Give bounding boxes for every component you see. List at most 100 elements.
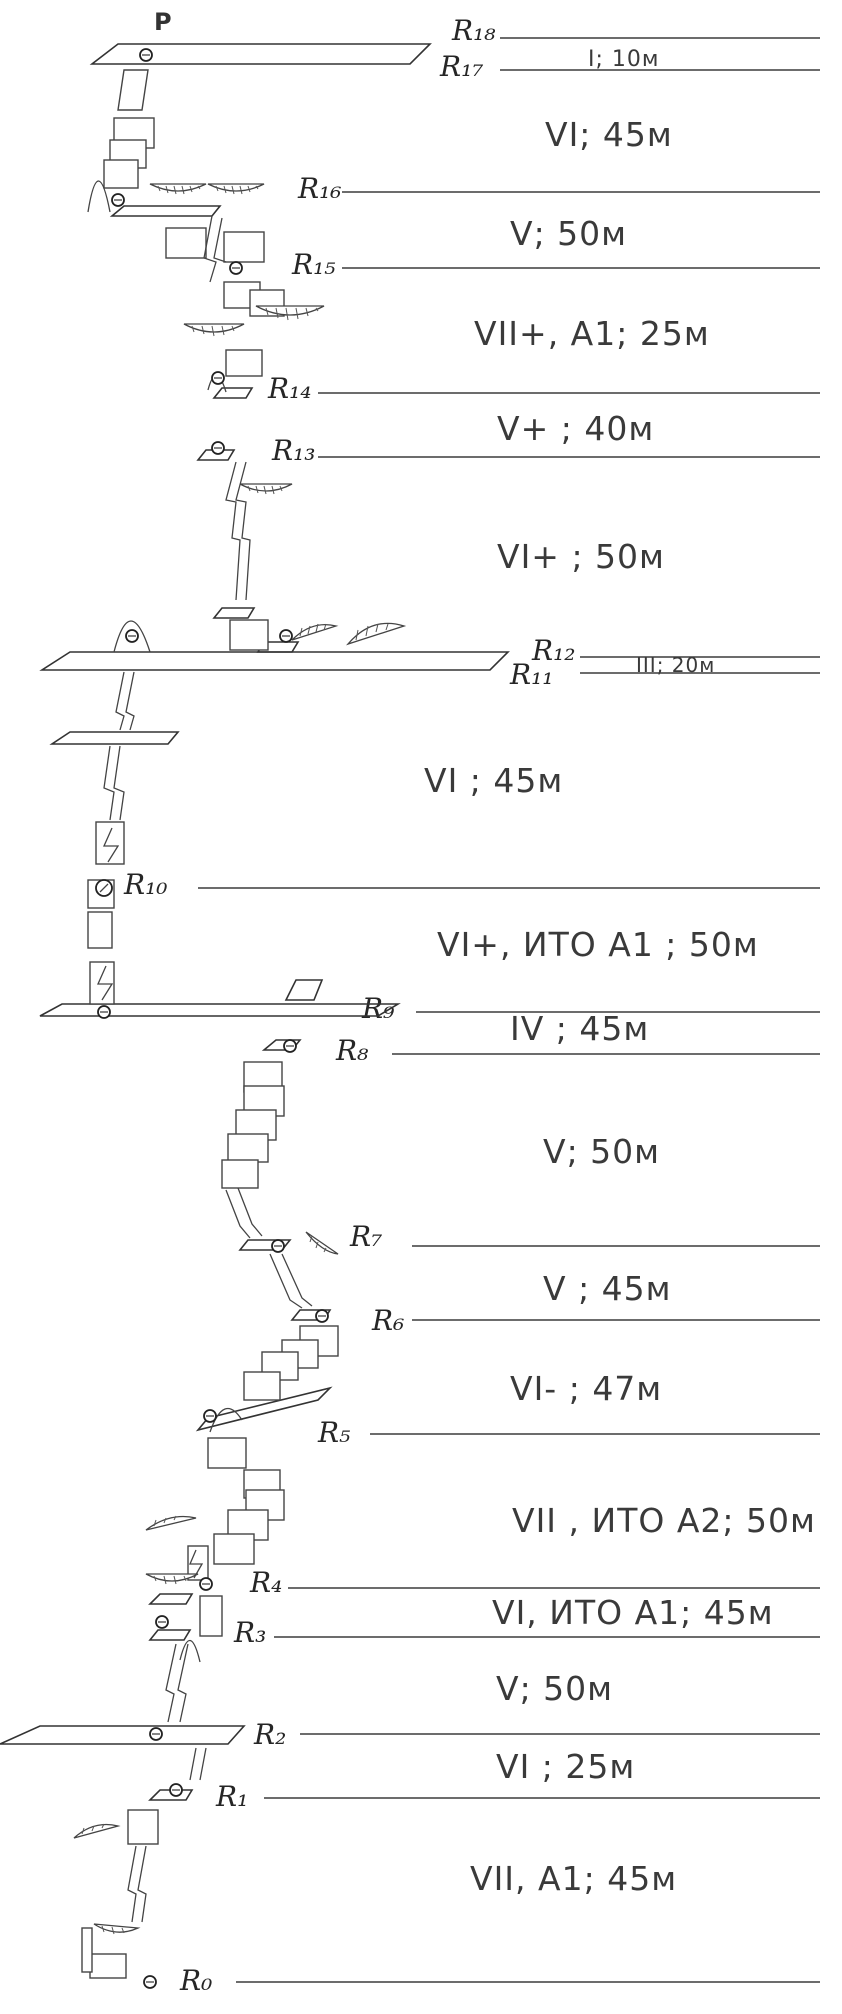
route-segment [213, 217, 227, 263]
route-segment [137, 1845, 147, 1923]
pitch-label-r14-r15: VII+, A1; 25м [474, 314, 710, 353]
block [127, 1809, 159, 1845]
pitch-label-r8-r9: IV ; 45м [510, 1009, 649, 1048]
block [89, 961, 115, 1005]
block [225, 349, 263, 377]
route-segment [281, 1253, 313, 1307]
block [81, 1927, 93, 1973]
block [87, 911, 113, 949]
route-segment [269, 1253, 303, 1309]
belay-label-r16: R₁₆ [297, 172, 342, 205]
ledge-r15 [109, 205, 222, 217]
route-segment [125, 671, 135, 731]
block [165, 227, 207, 259]
route-segment [177, 1643, 189, 1723]
belay-label-r2: R₂ [253, 1718, 286, 1751]
overhangs [73, 183, 407, 1935]
belay-label-r10: R₁₀ [123, 868, 168, 901]
pitch-label-r3-r4: VI, ИТО A1; 45м [492, 1593, 774, 1632]
block [221, 1159, 259, 1189]
route-segment [237, 1187, 263, 1237]
block [95, 821, 125, 865]
pitch-label-r9-r10: VI+, ИТО A1 ; 50м [437, 925, 759, 964]
ledge-r9 [39, 1003, 401, 1017]
anchor-icon [111, 193, 125, 207]
anchor-icon [139, 48, 153, 62]
ledge-r2 [0, 1725, 246, 1745]
pitch-label-r10-r11: VI ; 45м [424, 761, 563, 800]
aid-ladder-icon [96, 965, 114, 1001]
ledge-top [89, 43, 432, 65]
aid-ladder-icon [189, 1549, 204, 1579]
pitch-label-r7-r8: V; 50м [543, 1132, 660, 1171]
summit-marker: P [154, 8, 172, 36]
ledge-r14 [212, 387, 254, 399]
anchor-icon [211, 441, 225, 455]
belay-label-r3: R₃ [233, 1616, 266, 1649]
pillar [179, 1639, 201, 1663]
block [187, 1545, 209, 1581]
route-segment [203, 215, 217, 283]
block [229, 619, 269, 651]
route-segment [235, 461, 251, 601]
belay-label-r15: R₁₅ [291, 248, 336, 281]
belay-label-r4: R₄ [249, 1566, 282, 1599]
ledge-r13 [196, 449, 236, 461]
anchor-icon [229, 261, 243, 275]
anchor-icon [143, 1975, 157, 1989]
anchor-icon [211, 371, 225, 385]
pitch-label-r15-r16: V; 50м [510, 214, 627, 253]
ledge-r12-a [212, 607, 256, 619]
block [227, 1133, 269, 1163]
pitch-label-r4-r5: VII , ИТО A2; 50м [512, 1501, 816, 1540]
block [213, 1533, 255, 1565]
pitch-labels: I; 10м VI; 45м V; 50м VII+, A1; 25м V+ ;… [424, 47, 816, 1898]
pitch-label-r13-r14: V+ ; 40м [497, 409, 654, 448]
overhang [207, 183, 265, 195]
route-segment [127, 1845, 137, 1923]
overhang [255, 305, 325, 321]
belay-label-r13: R₁₃ [271, 434, 316, 467]
overhang [346, 622, 407, 646]
route-segment [115, 671, 125, 731]
anchor-icon [315, 1309, 329, 1323]
pitch-label-r11-r12: III; 20м [636, 653, 715, 677]
belay-label-r7: R₇ [349, 1220, 382, 1253]
ledge-r3 [148, 1629, 192, 1641]
block [207, 1437, 247, 1469]
belay-lines [198, 37, 820, 1983]
block [199, 1595, 223, 1637]
block [89, 1953, 127, 1979]
pitch-label-r17-r18: I; 10м [588, 47, 659, 72]
anchor-icon [199, 1577, 213, 1591]
anchor-icon [155, 1615, 169, 1629]
belay-label-r12: R₁₂ [531, 634, 576, 667]
overhang [73, 1823, 121, 1839]
block [117, 69, 149, 111]
route-segment [225, 1189, 251, 1239]
pitch-label-r16-r17: VI; 45м [545, 115, 673, 154]
overhang [145, 1515, 197, 1531]
aid-markers [96, 827, 204, 1579]
route-segment [103, 745, 115, 821]
route-segment [225, 461, 241, 601]
pitch-label-r5-r6: VI- ; 47м [510, 1369, 662, 1408]
pillar [209, 1407, 243, 1433]
rock-blocks [81, 69, 339, 1979]
overhang [145, 1573, 199, 1585]
anchor-icon [203, 1409, 217, 1423]
belay-label-r18: R₁₈ [451, 14, 496, 47]
route-line [103, 215, 313, 1923]
anchor-icon [283, 1039, 297, 1053]
anchor-icon [125, 629, 139, 643]
ledge-r9-block [284, 979, 324, 1001]
pillar [87, 180, 111, 213]
overhang [183, 323, 245, 337]
anchors [95, 48, 329, 1989]
belay-label-r11: R₁₁ [509, 658, 554, 691]
belay-label-r14: R₁₄ [267, 372, 312, 405]
block [103, 159, 139, 189]
anchor-icon [149, 1727, 163, 1741]
aid-ladder-icon [102, 827, 120, 863]
